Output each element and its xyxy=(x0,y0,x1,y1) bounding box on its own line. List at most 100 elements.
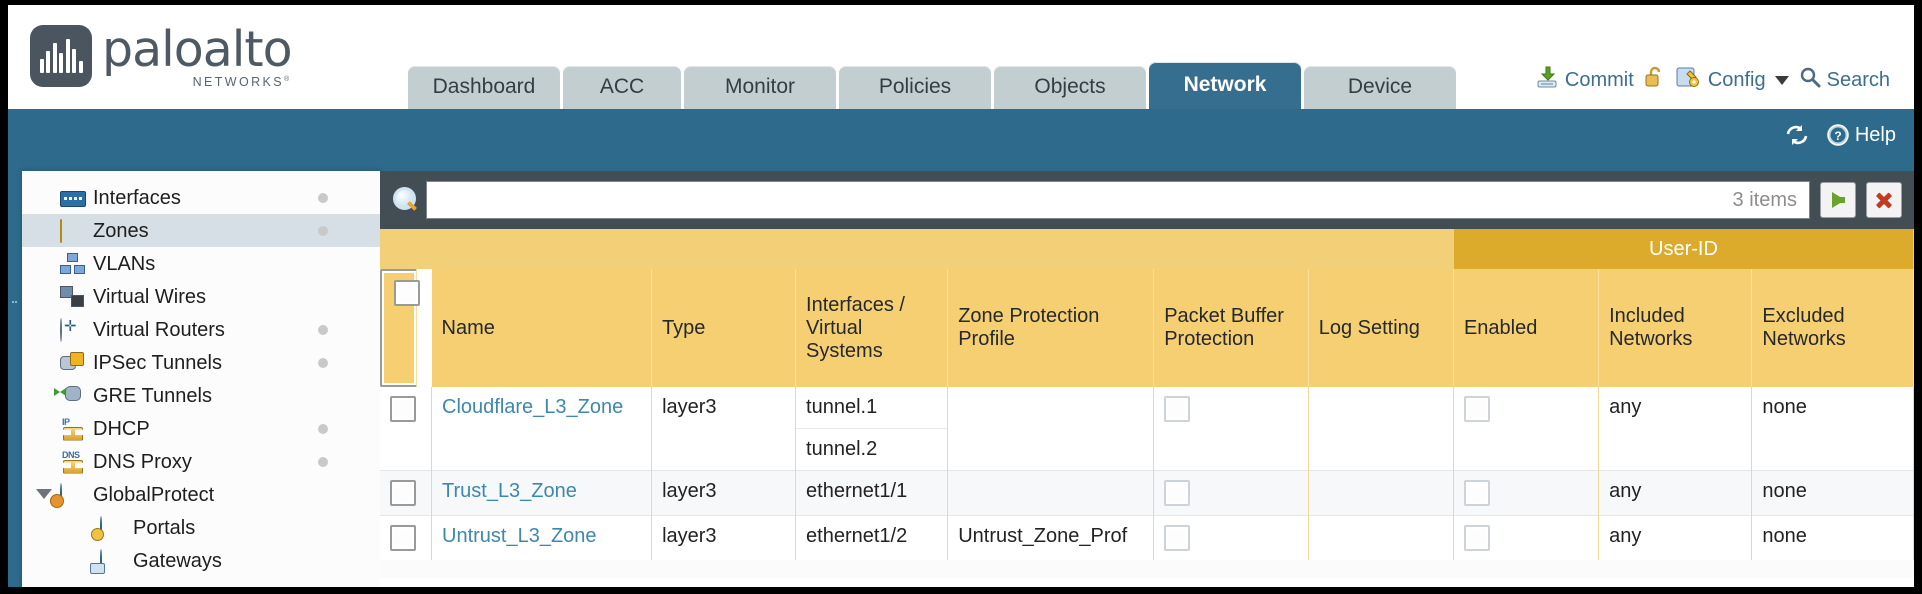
status-dot xyxy=(318,325,328,335)
search-magnifier-icon xyxy=(1799,66,1821,94)
cell-userid-enabled[interactable] xyxy=(1453,515,1600,560)
sidebar-item-virtual-wires[interactable]: Virtual Wires xyxy=(22,280,380,313)
sidebar-item-label: Zones xyxy=(93,219,149,242)
config-wrench-icon xyxy=(1676,65,1702,95)
config-label: Config xyxy=(1707,68,1766,91)
tab-objects[interactable]: Objects xyxy=(994,66,1146,109)
cell-type: layer3 xyxy=(651,470,797,516)
row-select-cell[interactable] xyxy=(380,387,432,471)
cell-included-networks: any xyxy=(1598,515,1753,560)
header-actions: Commit xyxy=(1535,65,1890,95)
row-checkbox[interactable] xyxy=(390,525,416,551)
zone-link[interactable]: Trust_L3_Zone xyxy=(442,480,577,502)
cell-packet-buffer-protection[interactable] xyxy=(1153,515,1309,560)
commit-button[interactable]: Commit xyxy=(1535,65,1634,95)
column-header-excluded-networks[interactable]: Excluded Networks xyxy=(1751,269,1914,387)
cell-packet-buffer-protection[interactable] xyxy=(1153,387,1309,471)
zones-icon xyxy=(60,218,86,243)
packet-buffer-checkbox[interactable] xyxy=(1164,525,1191,551)
row-checkbox[interactable] xyxy=(390,480,416,506)
select-all-checkbox[interactable] xyxy=(394,280,420,306)
column-header-included-networks[interactable]: Included Networks xyxy=(1598,269,1753,387)
sidebar-item-ipsec-tunnels[interactable]: IPSec Tunnels xyxy=(22,346,380,379)
select-all-header[interactable] xyxy=(380,269,420,387)
tab-device[interactable]: Device xyxy=(1304,66,1456,109)
globalprotect-icon xyxy=(60,482,86,507)
row-select-cell[interactable] xyxy=(380,470,432,516)
apply-filter-button[interactable] xyxy=(1820,182,1856,218)
column-header-name[interactable]: Name xyxy=(431,269,653,387)
refresh-button[interactable] xyxy=(1784,123,1810,147)
portals-icon xyxy=(100,515,126,540)
clear-filter-button[interactable] xyxy=(1866,182,1902,218)
tab-monitor[interactable]: Monitor xyxy=(684,66,836,109)
column-header-zone-protection-profile[interactable]: Zone Protection Profile xyxy=(947,269,1155,387)
column-header-type[interactable]: Type xyxy=(651,269,797,387)
ipsec-tunnels-icon xyxy=(60,351,86,374)
row-checkbox[interactable] xyxy=(390,396,416,422)
cell-userid-enabled[interactable] xyxy=(1453,470,1600,516)
apply-arrow-icon xyxy=(1831,192,1845,208)
column-header-interfaces-virtual-systems[interactable]: Interfaces / Virtual Systems xyxy=(795,269,949,387)
sidebar-item-portals[interactable]: Portals xyxy=(22,511,380,544)
sidebar-item-gateways[interactable]: Gateways xyxy=(22,544,380,577)
filter-magnifier-icon[interactable] xyxy=(390,185,420,215)
sidebar-item-zones[interactable]: Zones xyxy=(22,214,380,247)
column-header-enabled[interactable]: Enabled xyxy=(1453,269,1600,387)
unlock-button[interactable] xyxy=(1644,65,1666,95)
status-dot xyxy=(318,457,328,467)
column-header-log-setting[interactable]: Log Setting xyxy=(1308,269,1454,387)
userid-enabled-checkbox[interactable] xyxy=(1463,480,1490,506)
vlans-icon xyxy=(60,252,86,275)
main-panel: 3 items User-ID xyxy=(380,171,1914,587)
search-input[interactable]: 3 items xyxy=(426,181,1810,219)
userid-enabled-checkbox[interactable] xyxy=(1463,396,1490,422)
config-menu[interactable]: Config xyxy=(1676,65,1789,95)
sidebar-item-vlans[interactable]: VLANs xyxy=(22,247,380,280)
left-scrollbar[interactable] xyxy=(11,171,19,587)
cell-packet-buffer-protection[interactable] xyxy=(1153,470,1309,516)
tab-acc[interactable]: ACC xyxy=(563,66,681,109)
search-button[interactable]: Search xyxy=(1799,66,1890,94)
gre-tunnels-icon xyxy=(54,385,86,407)
band-actions: ? Help xyxy=(1784,123,1896,147)
sidebar-item-label: Interfaces xyxy=(93,186,181,209)
table-group-header-row: User-ID xyxy=(380,229,1914,269)
help-button[interactable]: ? Help xyxy=(1826,123,1896,147)
cell-userid-enabled[interactable] xyxy=(1453,387,1600,471)
tab-policies[interactable]: Policies xyxy=(839,66,991,109)
status-dot xyxy=(318,358,328,368)
tab-dashboard[interactable]: Dashboard xyxy=(408,66,560,109)
sidebar-item-interfaces[interactable]: Interfaces xyxy=(22,181,380,214)
expand-twisty-icon[interactable] xyxy=(36,489,52,499)
userid-enabled-checkbox[interactable] xyxy=(1463,525,1490,551)
cell-name[interactable]: Trust_L3_Zone xyxy=(431,470,653,516)
status-dot xyxy=(318,193,328,203)
row-select-cell[interactable] xyxy=(380,515,432,560)
packet-buffer-checkbox[interactable] xyxy=(1164,480,1191,506)
sidebar-item-gre-tunnels[interactable]: GRE Tunnels xyxy=(22,379,380,412)
cell-name[interactable]: Untrust_L3_Zone xyxy=(431,515,653,560)
cell-name[interactable]: Cloudflare_L3_Zone xyxy=(431,387,653,471)
packet-buffer-checkbox[interactable] xyxy=(1164,396,1191,422)
zone-link[interactable]: Untrust_L3_Zone xyxy=(442,525,597,547)
sidebar-item-label: GRE Tunnels xyxy=(93,384,212,407)
search-toolbar: 3 items xyxy=(380,171,1914,229)
dhcp-icon: IP xyxy=(62,416,70,427)
sidebar-item-virtual-routers[interactable]: Virtual Routers xyxy=(22,313,380,346)
column-header-packet-buffer-protection[interactable]: Packet Buffer Protection xyxy=(1153,269,1309,387)
tab-network[interactable]: Network xyxy=(1149,62,1301,109)
sidebar-item-globalprotect[interactable]: GlobalProtect xyxy=(22,478,380,511)
zone-link[interactable]: Cloudflare_L3_Zone xyxy=(442,396,624,418)
